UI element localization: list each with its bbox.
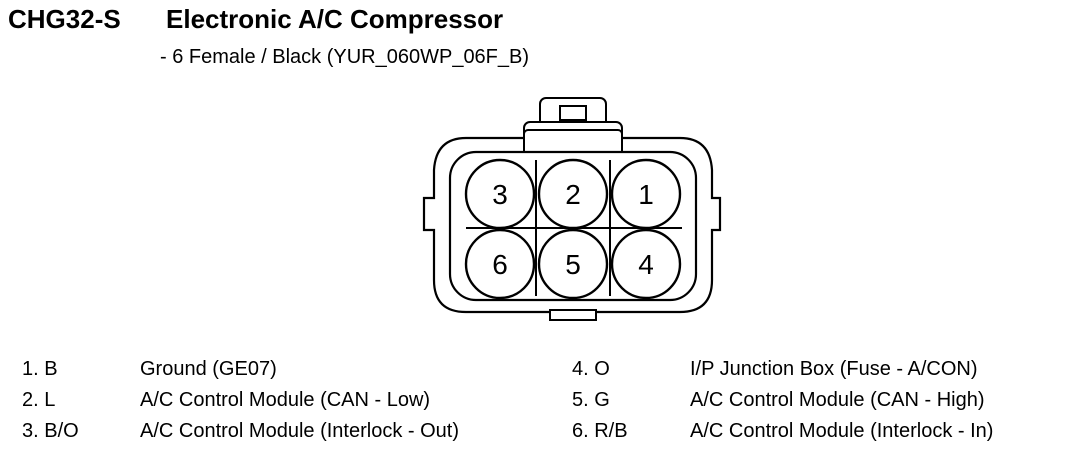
- legend-pin: 3. B/O: [22, 420, 79, 442]
- legend-row: 2. L A/C Control Module (CAN - Low): [22, 385, 459, 416]
- legend-pin: 6. R/B: [572, 420, 628, 442]
- connector-drawing: 3 2 1 6 5 4: [422, 97, 722, 321]
- legend-desc: I/P Junction Box (Fuse - A/CON): [690, 358, 978, 380]
- legend-row: 1. B Ground (GE07): [22, 354, 459, 385]
- connector-title: Electronic A/C Compressor: [166, 4, 504, 34]
- legend-desc: A/C Control Module (Interlock - In): [690, 420, 994, 442]
- pin-cavity-4: [610, 228, 682, 300]
- pin-number-1: 1: [638, 179, 654, 210]
- legend-pin: 5. G: [572, 389, 610, 411]
- legend-row: 3. B/O A/C Control Module (Interlock - O…: [22, 416, 459, 447]
- pin-cavity-2: [537, 158, 609, 230]
- pin-legend-left: 1. B Ground (GE07) 2. L A/C Control Modu…: [22, 354, 459, 447]
- pin-cavity-5: [537, 228, 609, 300]
- pin-number-3: 3: [492, 179, 508, 210]
- latch-window: [559, 105, 587, 121]
- pin-number-6: 6: [492, 249, 508, 280]
- pin-number-5: 5: [565, 249, 581, 280]
- connector-subtitle: - 6 Female / Black (YUR_060WP_06F_B): [160, 46, 530, 68]
- pin-cavity-1: [610, 158, 682, 230]
- legend-row: 6. R/B A/C Control Module (Interlock - I…: [572, 416, 993, 447]
- pin-legend-right: 4. O I/P Junction Box (Fuse - A/CON) 5. …: [572, 354, 993, 447]
- page-title: CHG32-S Electronic A/C Compressor: [8, 4, 503, 40]
- connector-diagram: 3 2 1 6 5 4: [420, 90, 730, 330]
- legend-row: 4. O I/P Junction Box (Fuse - A/CON): [572, 354, 993, 385]
- pin-cavity-3: [464, 158, 536, 230]
- connector-code: CHG32-S: [8, 4, 121, 34]
- bottom-key: [549, 309, 597, 321]
- legend-pin: 1. B: [22, 358, 58, 380]
- legend-desc: A/C Control Module (CAN - High): [690, 389, 985, 411]
- legend-desc: A/C Control Module (CAN - Low): [140, 389, 431, 411]
- legend-desc: Ground (GE07): [140, 358, 277, 380]
- legend-desc: A/C Control Module (Interlock - Out): [140, 420, 459, 442]
- pin-cavity-6: [464, 228, 536, 300]
- pin-number-2: 2: [565, 179, 581, 210]
- legend-pin: 4. O: [572, 358, 610, 380]
- pin-number-4: 4: [638, 249, 654, 280]
- legend-row: 5. G A/C Control Module (CAN - High): [572, 385, 993, 416]
- legend-pin: 2. L: [22, 389, 56, 411]
